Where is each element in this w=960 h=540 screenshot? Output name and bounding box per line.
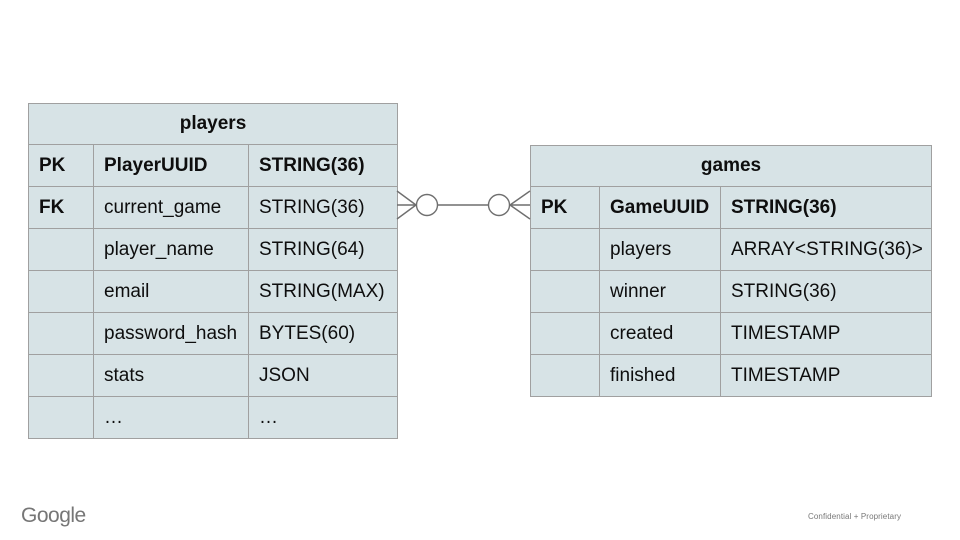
cell-key	[530, 312, 600, 355]
cell-key	[28, 270, 94, 313]
cell-type: ARRAY<STRING(36)>	[719, 228, 933, 271]
cell-type: STRING(36)	[719, 186, 933, 229]
cell-key	[28, 228, 94, 271]
players-table: players PK PlayerUUID STRING(36) FK curr…	[28, 103, 398, 439]
optionality-circle-left-icon	[415, 193, 439, 217]
cell-key	[530, 354, 600, 397]
cell-key: PK	[28, 144, 94, 187]
cell-name: email	[93, 270, 249, 313]
table-row: FK current_game STRING(36)	[28, 186, 398, 229]
relationship-connector	[396, 190, 531, 220]
cell-type: …	[248, 396, 398, 439]
cell-type: BYTES(60)	[248, 312, 398, 355]
cell-name: winner	[599, 270, 721, 313]
cell-key: FK	[28, 186, 94, 229]
table-row: finished TIMESTAMP	[530, 354, 933, 397]
cell-key	[28, 312, 94, 355]
games-table-title: games	[529, 145, 933, 187]
table-row: player_name STRING(64)	[28, 228, 398, 271]
crows-foot-right-icon	[509, 190, 531, 220]
table-row: … …	[28, 396, 398, 439]
cell-key	[530, 270, 600, 313]
table-title-row: players	[28, 103, 398, 145]
optionality-circle-right-icon	[487, 193, 511, 217]
cell-key: PK	[530, 186, 600, 229]
confidential-label: Confidential + Proprietary	[808, 512, 902, 521]
cell-name: GameUUID	[599, 186, 721, 229]
cell-key	[530, 228, 600, 271]
crows-foot-left-icon	[396, 190, 417, 220]
cell-name: …	[93, 396, 249, 439]
table-row: PK PlayerUUID STRING(36)	[28, 144, 398, 187]
cell-name: created	[599, 312, 721, 355]
cell-type: TIMESTAMP	[719, 354, 933, 397]
cell-type: STRING(MAX)	[248, 270, 398, 313]
cell-name: current_game	[93, 186, 249, 229]
table-row: winner STRING(36)	[530, 270, 933, 313]
table-row: email STRING(MAX)	[28, 270, 398, 313]
cell-type: STRING(36)	[248, 144, 398, 187]
table-row: password_hash BYTES(60)	[28, 312, 398, 355]
cell-key	[28, 354, 94, 397]
table-row: created TIMESTAMP	[530, 312, 933, 355]
cell-type: JSON	[248, 354, 398, 397]
cell-name: finished	[599, 354, 721, 397]
table-title-row: games	[529, 145, 933, 187]
cell-type: STRING(64)	[248, 228, 398, 271]
cell-type: STRING(36)	[248, 186, 398, 229]
table-row: PK GameUUID STRING(36)	[530, 186, 933, 229]
google-logo: Google	[21, 504, 86, 527]
cell-name: players	[599, 228, 721, 271]
cell-key	[28, 396, 94, 439]
cell-name: stats	[93, 354, 249, 397]
players-table-title: players	[28, 103, 398, 145]
cell-name: PlayerUUID	[93, 144, 249, 187]
cell-name: password_hash	[93, 312, 249, 355]
cell-type: TIMESTAMP	[719, 312, 933, 355]
cell-type: STRING(36)	[719, 270, 933, 313]
cell-name: player_name	[93, 228, 249, 271]
games-table: games PK GameUUID STRING(36) players ARR…	[529, 145, 933, 397]
table-row: stats JSON	[28, 354, 398, 397]
table-row: players ARRAY<STRING(36)>	[530, 228, 933, 271]
